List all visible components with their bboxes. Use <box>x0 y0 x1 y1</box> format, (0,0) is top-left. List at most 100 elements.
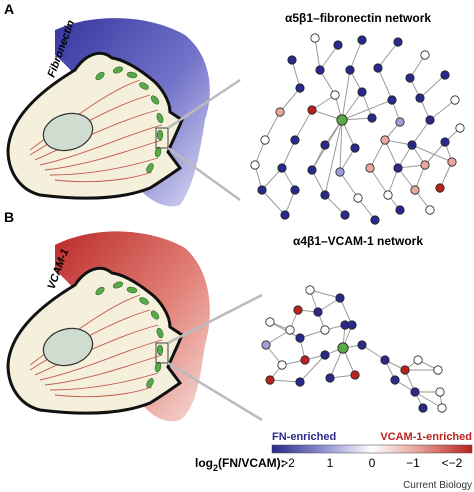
network-edge <box>429 99 456 121</box>
zoom-lines-b <box>167 293 263 422</box>
network-node <box>395 117 405 127</box>
network-node <box>315 65 325 75</box>
scale-tick: 1 <box>327 456 334 470</box>
network-node <box>357 87 367 97</box>
network-edge <box>349 39 363 71</box>
network-node <box>295 377 305 387</box>
network-node <box>337 342 349 354</box>
nucleus-a <box>42 112 94 152</box>
adhesions-a <box>95 66 164 173</box>
scale-title-main: log <box>195 456 213 470</box>
network-node <box>277 163 287 173</box>
scale-title-sub: 2 <box>213 463 218 473</box>
network-node <box>310 33 320 43</box>
network-node <box>357 340 367 350</box>
network-edge <box>314 37 321 71</box>
network-node <box>350 370 360 380</box>
network-node <box>287 55 297 65</box>
network-a <box>250 33 465 225</box>
network-node <box>437 403 447 413</box>
network-node <box>336 114 348 126</box>
network-node <box>420 160 430 170</box>
network-node <box>260 135 270 145</box>
network-edge <box>369 139 386 169</box>
network-edge <box>414 391 443 409</box>
panel-b-cell: VCAM-1 <box>6 231 210 422</box>
network-a-title: α5β1–fibronectin network <box>285 11 431 25</box>
network-node <box>420 50 430 60</box>
network-edge <box>384 139 399 169</box>
network-node <box>425 205 435 215</box>
network-edge <box>264 111 281 141</box>
network-node <box>290 135 300 145</box>
scale-tick: >2 <box>281 456 295 470</box>
network-edge <box>341 99 393 121</box>
network-edge <box>339 147 356 173</box>
network-node <box>418 403 428 413</box>
vcam-enriched-label: VCAM-1-enriched <box>380 431 472 443</box>
network-node <box>353 193 363 203</box>
network-edge <box>269 321 301 339</box>
network-node <box>300 355 310 365</box>
network-node <box>435 183 445 193</box>
network-node <box>407 140 417 150</box>
journal-credit: Current Biology <box>403 480 472 491</box>
network-edge <box>324 194 346 216</box>
panel-a-letter: A <box>4 1 14 17</box>
network-node <box>285 325 295 335</box>
network-node <box>320 190 330 200</box>
network-edge <box>339 297 353 326</box>
network-node <box>383 190 393 200</box>
scale-title: log2(FN/VCAM): <box>195 456 285 473</box>
network-node <box>293 305 303 315</box>
scale-tick: −1 <box>406 456 420 470</box>
network-node <box>435 387 445 397</box>
network-edge <box>281 139 296 169</box>
network-node <box>295 83 305 93</box>
network-node <box>410 387 420 397</box>
network-edge <box>439 161 453 189</box>
network-edge <box>311 169 326 196</box>
network-node <box>350 143 360 153</box>
network-edge <box>424 141 446 166</box>
network-edge <box>319 44 339 71</box>
network-edge <box>419 74 446 99</box>
network-node <box>410 185 420 195</box>
network-node <box>335 167 345 177</box>
network-b-title: α4β1–VCAM-1 network <box>293 234 423 248</box>
network-node <box>390 375 400 385</box>
network-edge <box>339 119 343 173</box>
network-edge <box>377 67 393 101</box>
network-edge <box>261 189 286 216</box>
network-edge <box>377 41 399 69</box>
network-node <box>330 90 340 100</box>
network-node <box>357 35 367 45</box>
network-edge <box>294 109 313 141</box>
network-node <box>307 105 317 115</box>
network-edge <box>309 289 341 299</box>
panel-a-cell: Fibronectin <box>6 18 210 207</box>
adhesions-b <box>95 281 164 388</box>
zoom-lines-a <box>167 78 241 202</box>
network-edge <box>299 354 326 383</box>
network-edge <box>387 167 399 196</box>
network-edge <box>357 197 376 221</box>
network-node <box>370 215 380 225</box>
network-node <box>320 140 330 150</box>
network-edge <box>361 91 373 119</box>
network-node <box>395 205 405 215</box>
network-edge <box>324 119 343 196</box>
stress-fibers-a <box>29 79 163 183</box>
network-node <box>405 73 415 83</box>
fn-enriched-label: FN-enriched <box>272 431 336 443</box>
scale-title-rest: (FN/VCAM): <box>218 456 285 470</box>
scale-tick: <−2 <box>442 456 463 470</box>
network-node <box>365 163 375 173</box>
network-node <box>320 325 330 335</box>
nucleus-b <box>42 327 94 367</box>
network-node <box>387 95 397 105</box>
network-node <box>335 293 345 303</box>
network-node <box>455 123 465 133</box>
network-node <box>275 107 285 117</box>
